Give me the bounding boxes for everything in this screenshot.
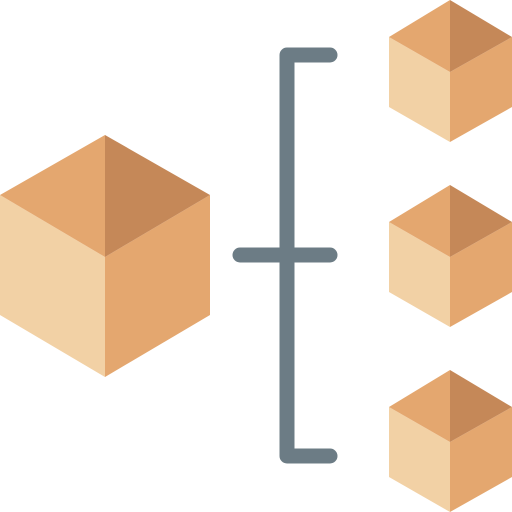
small-cube-middle-topl-face bbox=[389, 185, 450, 257]
large-cube-icon bbox=[0, 135, 210, 377]
bracket-connector-icon bbox=[232, 47, 338, 464]
small-cube-top-topl-face bbox=[389, 0, 450, 72]
small-cube-bottom-topr-face bbox=[450, 370, 512, 442]
small-cube-middle-icon bbox=[389, 185, 512, 327]
bracket-vertical-line bbox=[279, 47, 338, 464]
large-cube-right-face bbox=[105, 195, 210, 377]
large-cube-top-right-face bbox=[105, 135, 210, 257]
large-cube-top-left-face bbox=[0, 135, 105, 257]
large-cube-left-face bbox=[0, 195, 105, 377]
small-cube-top-icon bbox=[389, 0, 512, 142]
small-cube-bottom-icon bbox=[389, 370, 512, 512]
small-cube-middle-topr-face bbox=[450, 185, 512, 257]
small-cube-top-topr-face bbox=[450, 0, 512, 72]
small-cube-bottom-topl-face bbox=[389, 370, 450, 442]
